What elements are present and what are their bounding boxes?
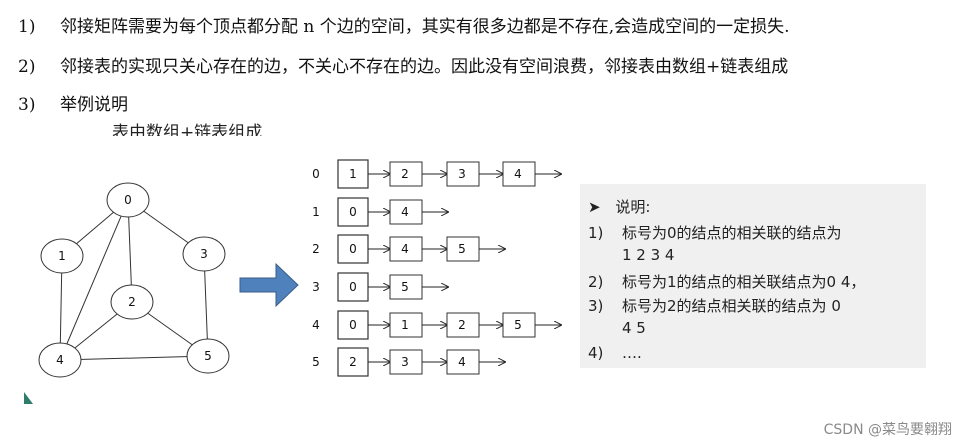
note-number: 3): [588, 297, 604, 315]
graph-node-0: [106, 182, 150, 218]
note-text: 标号为0的结点的相关联的结点为: [622, 224, 842, 242]
text-line-2: 2) 邻接表的实现只关心存在的边，不关心不存在的边。因此没有空间浪费，邻接表由数组…: [18, 52, 788, 77]
watermark: CSDN @菜鸟要翱翔: [823, 422, 952, 438]
note-item-1-cont: 1 2 3 4: [622, 246, 674, 264]
list-node-value: 2: [458, 318, 466, 332]
array-cell-1: [337, 197, 369, 227]
graph-node-label-5: 5: [204, 349, 212, 363]
list-node: [502, 312, 536, 338]
list-node: [389, 349, 423, 375]
list-node-value: 1: [401, 318, 409, 332]
row-index-0: 0: [312, 167, 320, 181]
array-cell-2: [337, 234, 369, 264]
array-cell-0: [337, 159, 369, 189]
note-item-3: 3) 标号为2的结点相关联的结点为 0: [588, 295, 841, 316]
graph-edge-0-4: [59, 199, 129, 361]
list-node: [389, 236, 423, 262]
graph-node-3: [182, 236, 226, 272]
graph-edge-4-5: [59, 355, 209, 361]
note-item-2: 2) 标号为1的结点的相关联结点为0 4，: [588, 271, 865, 292]
list-node: [446, 161, 480, 187]
list-node-value: 3: [458, 167, 466, 181]
row-index-1: 1: [312, 205, 320, 219]
array-cell-value-1: 0: [349, 205, 357, 219]
note-heading: ➤ 说明:: [588, 196, 650, 217]
array-cell-value-5: 2: [349, 355, 357, 369]
array-cell-value-0: 1: [349, 167, 357, 181]
line-number: 2): [18, 57, 36, 77]
list-node-value: 4: [514, 167, 522, 181]
array-cell-3: [337, 272, 369, 302]
note-heading-text: 说明:: [615, 198, 651, 216]
graph-node-2: [110, 284, 154, 320]
note-number: 1): [588, 224, 604, 242]
line-text: 邻接表的实现只关心存在的边，不关心不存在的边。因此没有空间浪费，邻接表由数组+链…: [60, 57, 789, 77]
line-text: 举例说明: [60, 95, 128, 115]
graph-node-label-4: 4: [56, 353, 64, 367]
arrow-bullet-icon: ➤: [588, 198, 601, 216]
note-text-cont: 1 2 3 4: [622, 246, 675, 264]
graph-node-5: [186, 338, 230, 374]
graph-node-label-0: 0: [124, 193, 132, 207]
graph-node-label-2: 2: [128, 295, 136, 309]
list-node-value: 5: [401, 280, 409, 294]
list-node: [389, 274, 423, 300]
note-number: 2): [588, 273, 604, 291]
corner-mark-icon: [24, 392, 33, 404]
note-item-1: 1) 标号为0的结点的相关联的结点为: [588, 222, 842, 243]
list-node: [446, 312, 480, 338]
graph-node-1: [40, 238, 84, 274]
big-arrow-icon: [239, 262, 299, 308]
line-number: 1): [18, 17, 36, 37]
text-line-1: 1) 邻接矩阵需要为每个顶点都分配 n 个边的空间，其实有很多边都是不存在,会造成…: [18, 12, 790, 37]
list-node-value: 3: [401, 355, 409, 369]
array-cell-value-4: 0: [349, 318, 357, 332]
figure-title: 表由数组+链表组成: [112, 123, 263, 136]
array-cell-value-2: 0: [349, 242, 357, 256]
note-item-3-cont: 4 5: [622, 319, 646, 337]
line-number: 3): [18, 95, 36, 115]
array-cell-4: [337, 310, 369, 340]
list-node-value: 4: [401, 242, 409, 256]
line-text: 邻接矩阵需要为每个顶点都分配 n 个边的空间，其实有很多边都是不存在,会造成空间…: [60, 17, 790, 37]
graph-node-label-1: 1: [58, 249, 66, 263]
list-node-value: 2: [401, 167, 409, 181]
note-item-4: 4) ….: [588, 344, 642, 362]
list-node-value: 5: [458, 242, 466, 256]
row-index-4: 4: [312, 318, 320, 332]
list-node-value: 4: [458, 355, 466, 369]
row-index-3: 3: [312, 280, 320, 294]
row-index-2: 2: [312, 242, 320, 256]
text-line-3: 3) 举例说明: [18, 90, 128, 115]
note-text: 标号为2的结点相关联的结点为 0: [622, 297, 841, 315]
note-text: 标号为1的结点的相关联结点为0 4，: [622, 273, 866, 291]
list-node: [502, 161, 536, 187]
explanation-box: ➤ 说明: 1) 标号为0的结点的相关联的结点为 1 2 3 4 2) 标号为1的结…: [580, 184, 926, 368]
row-index-5: 5: [312, 355, 320, 369]
array-cell-5: [337, 347, 369, 377]
list-node: [446, 236, 480, 262]
list-node-value: 4: [401, 205, 409, 219]
list-node-value: 5: [514, 318, 522, 332]
note-number: 4): [588, 344, 604, 362]
note-text-cont: 4 5: [622, 319, 646, 337]
graph-node-label-3: 3: [200, 247, 208, 261]
array-cell-value-3: 0: [349, 280, 357, 294]
note-text: ….: [622, 344, 642, 362]
list-node: [446, 349, 480, 375]
graph-node-4: [38, 342, 82, 378]
list-node: [389, 199, 423, 225]
